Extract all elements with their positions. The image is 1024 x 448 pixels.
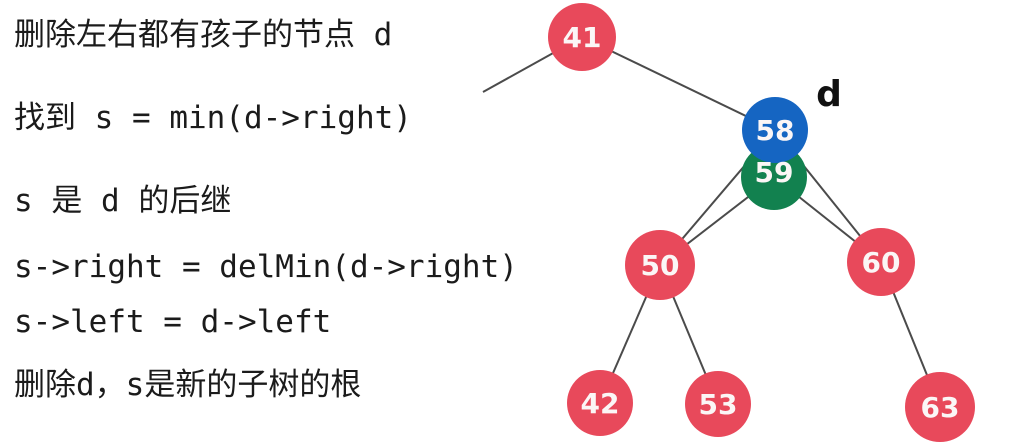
node-63-circle	[905, 372, 975, 442]
node-63-label: 63	[921, 391, 960, 424]
node-60-label: 60	[862, 246, 901, 279]
note-line-s-is-successor: s 是 d 的后继	[14, 183, 232, 219]
tree-node-labels: 41 58 59 50 60 42 53 63	[563, 21, 960, 424]
node-41-circle	[548, 3, 616, 71]
node-59-label: 59	[755, 156, 794, 189]
edge-41-58	[581, 36, 776, 131]
node-50-circle	[625, 230, 695, 300]
notes-panel: 删除左右都有孩子的节点 d 找到 s = min(d->right) s 是 d…	[14, 17, 518, 403]
pointer-d-label: d	[816, 74, 842, 115]
node-58-circle	[742, 97, 808, 163]
node-41-label: 41	[563, 21, 602, 54]
tree-node-circles	[548, 3, 975, 442]
tree-edges	[482, 36, 941, 408]
node-60-circle	[847, 228, 915, 296]
note-line-find-successor: 找到 s = min(d->right)	[14, 100, 412, 136]
note-line-s-left: s->left = d->left	[14, 304, 332, 340]
node-58-label: 58	[756, 114, 795, 147]
node-50-label: 50	[641, 249, 680, 282]
node-42-circle	[567, 370, 633, 436]
node-53-circle	[685, 371, 751, 437]
node-59-circle	[741, 144, 807, 210]
note-line-s-new-root: 删除d，s是新的子树的根	[14, 367, 362, 403]
note-line-s-right-delmin: s->right = delMin(d->right)	[14, 249, 518, 285]
note-line-delete-node-with-two-children: 删除左右都有孩子的节点 d	[14, 17, 393, 53]
node-53-label: 53	[699, 388, 738, 421]
node-42-label: 42	[581, 387, 620, 420]
